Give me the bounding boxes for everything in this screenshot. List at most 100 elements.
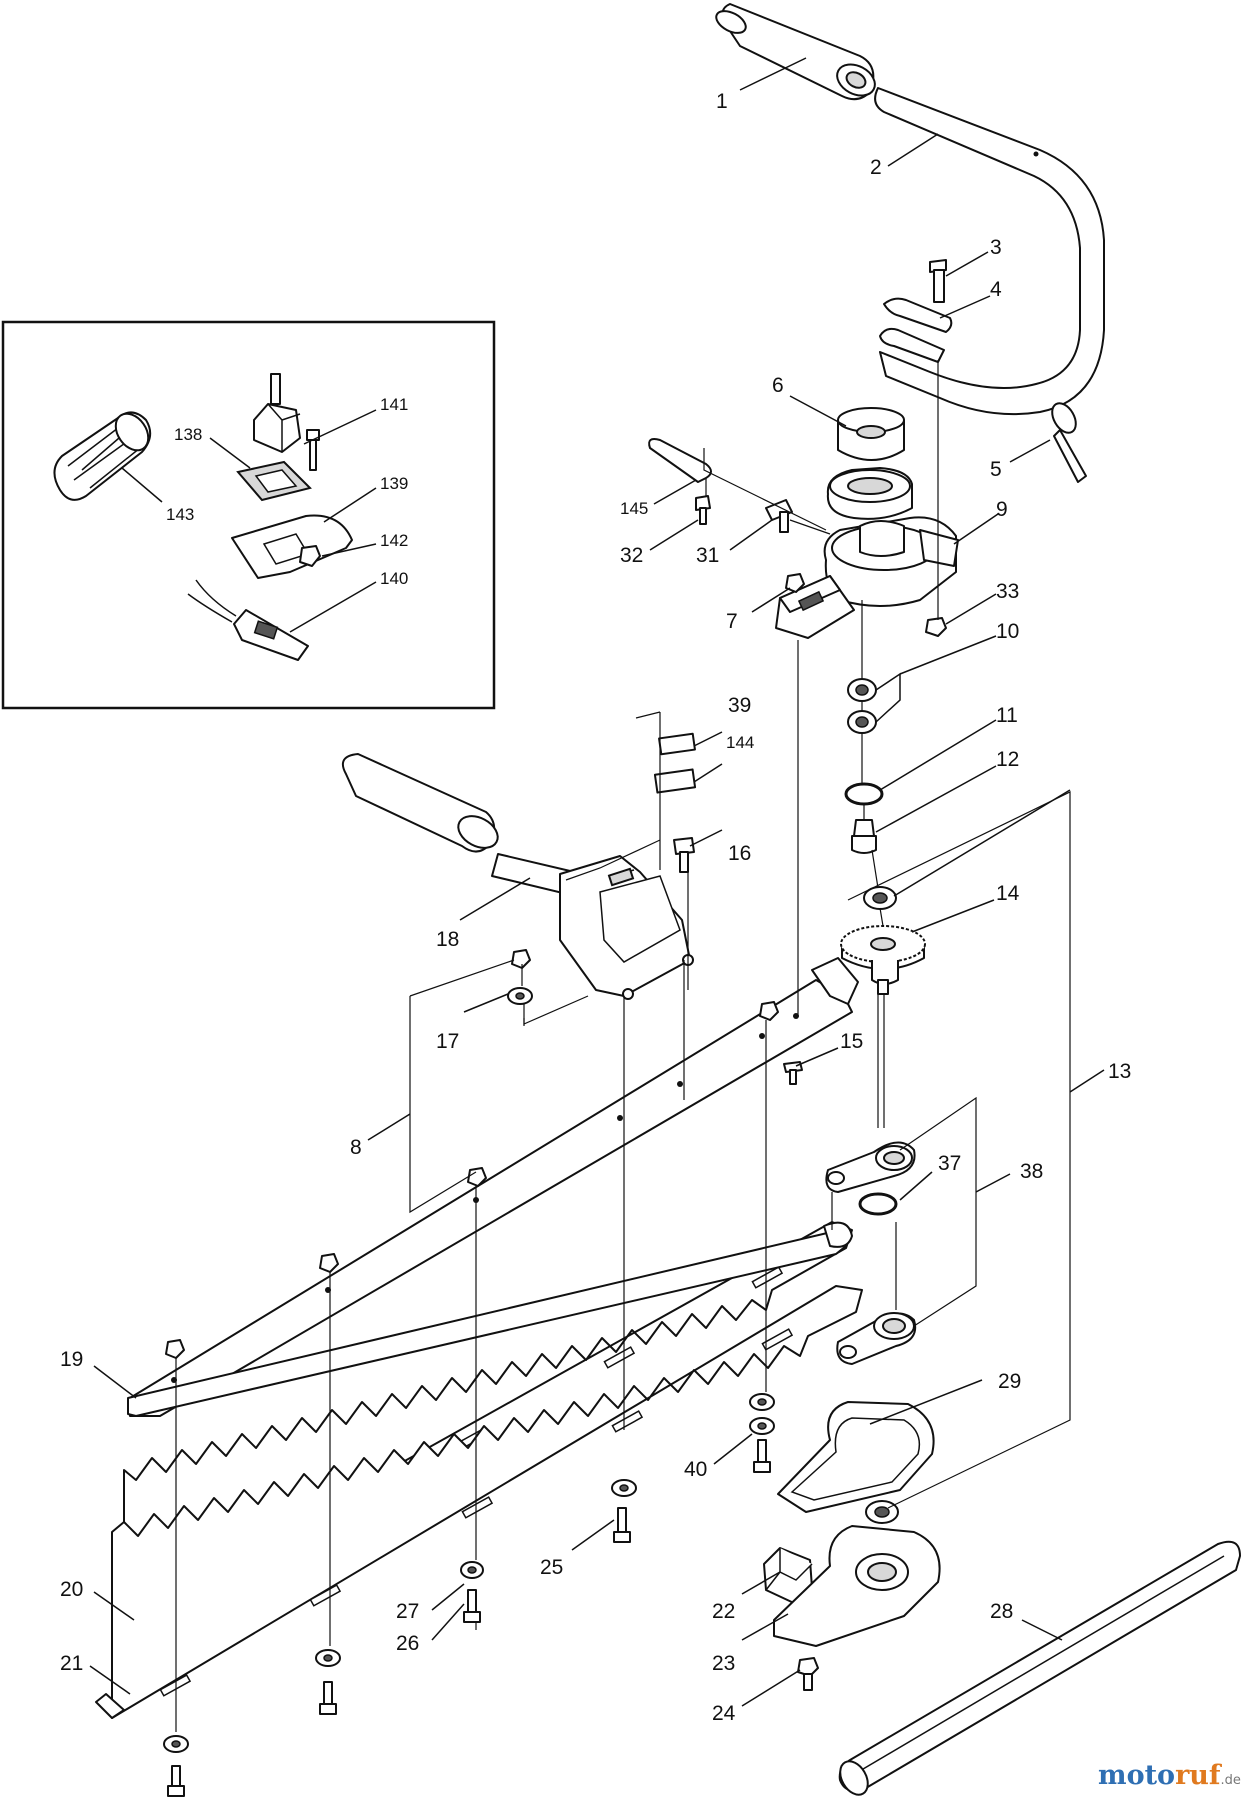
label-10: 10 <box>996 620 1019 643</box>
part-33-nut <box>925 617 947 637</box>
part-142-nut <box>299 545 321 567</box>
label-12: 12 <box>996 748 1019 771</box>
label-20: 20 <box>60 1578 83 1601</box>
label-32: 32 <box>620 544 643 567</box>
label-143: 143 <box>166 505 194 524</box>
label-31: 31 <box>696 544 719 567</box>
svg-text:motoruf.de: motoruf.de <box>1098 1760 1241 1791</box>
label-15: 15 <box>840 1030 863 1053</box>
guide-nut-d <box>165 1339 185 1359</box>
label-2: 2 <box>870 156 882 179</box>
label-29: 29 <box>998 1370 1021 1393</box>
label-11: 11 <box>996 704 1018 727</box>
label-7: 7 <box>726 610 738 633</box>
part-17-nut <box>511 949 531 969</box>
label-14: 14 <box>996 882 1020 905</box>
label-3: 3 <box>990 236 1002 259</box>
part-1-grip <box>715 3 876 101</box>
label-8: 8 <box>350 1136 362 1159</box>
label-17: 17 <box>436 1030 459 1053</box>
guide-nut-c <box>319 1253 339 1273</box>
label-28: 28 <box>990 1600 1013 1623</box>
part-5-hook <box>1051 402 1087 483</box>
label-38: 38 <box>1020 1160 1043 1183</box>
label-6: 6 <box>772 374 784 397</box>
label-13: 13 <box>1108 1060 1131 1083</box>
part-16-screw <box>673 837 695 873</box>
watermark-brand-b: ruf <box>1175 1760 1223 1791</box>
part-39-label-plate <box>658 732 696 756</box>
part-2-loop-handle <box>874 87 1105 416</box>
part-37-circlip <box>858 1192 898 1216</box>
watermark-brand-a: moto <box>1098 1760 1175 1791</box>
part-17-washer <box>507 987 533 1005</box>
part-25-bolt <box>613 1507 631 1543</box>
blade-bolt-a <box>319 1681 337 1715</box>
part-13-bearing <box>863 886 897 910</box>
label-139: 139 <box>380 474 408 493</box>
part-14-gear <box>840 925 926 995</box>
part-28-blade-cover <box>838 1540 1241 1796</box>
part-15-screw <box>783 1061 803 1085</box>
label-26: 26 <box>396 1632 419 1655</box>
label-23: 23 <box>712 1652 735 1675</box>
part-6-cup <box>837 407 905 461</box>
part-40-bolt <box>753 1439 771 1473</box>
watermark-logo: motoruf.de <box>1098 1760 1241 1791</box>
guide-nut-b <box>467 1167 487 1187</box>
part-141-pin-block <box>253 373 320 471</box>
part-labels: 1 2 3 4 5 6 7 8 9 10 11 12 13 14 15 16 1… <box>60 90 1131 1725</box>
label-4: 4 <box>990 278 1002 301</box>
label-1: 1 <box>716 90 728 113</box>
part-12-pinion <box>851 819 877 854</box>
part-38-crank-link <box>825 1141 916 1193</box>
part-24-bolt <box>797 1657 819 1691</box>
part-21-lower-blade <box>95 1285 863 1719</box>
part-145-lever <box>648 438 712 483</box>
label-144: 144 <box>726 733 754 752</box>
part-38-crank-link-lower <box>836 1312 917 1365</box>
leader-lines <box>89 57 1105 1707</box>
part-29-bearing <box>865 1500 899 1524</box>
label-25: 25 <box>540 1556 563 1579</box>
label-138: 138 <box>174 425 202 444</box>
part-7-nut <box>785 573 805 593</box>
label-5: 5 <box>990 458 1002 481</box>
label-141: 141 <box>380 395 408 414</box>
watermark-suffix: .de <box>1221 1773 1241 1788</box>
label-24: 24 <box>712 1702 736 1725</box>
label-19: 19 <box>60 1348 83 1371</box>
label-33: 33 <box>996 580 1019 603</box>
part-9-gear-case <box>775 467 959 639</box>
inset-detail-box: 143 141 138 139 142 140 <box>1 320 496 710</box>
part-23-lower-cover <box>773 1525 941 1647</box>
part-144-label-plate <box>653 768 697 794</box>
label-27: 27 <box>396 1600 419 1623</box>
part-32-screw <box>695 495 711 525</box>
label-140: 140 <box>380 569 408 588</box>
part-29-cover-plate <box>777 1401 935 1513</box>
part-8-guide-plate <box>129 957 859 1417</box>
label-21: 21 <box>60 1652 83 1675</box>
part-handle-clamp-lower <box>879 327 945 363</box>
part-140-switch <box>187 579 309 661</box>
label-18: 18 <box>436 928 459 951</box>
blade-bolt-b <box>167 1765 185 1797</box>
label-9: 9 <box>996 498 1008 521</box>
part-26-bolt <box>463 1589 481 1623</box>
label-142: 142 <box>380 531 408 550</box>
part-handle-bracket <box>559 855 694 1000</box>
part-31-grease-fitting <box>765 499 793 533</box>
part-143-foam-grip <box>53 411 152 501</box>
label-22: 22 <box>712 1600 735 1623</box>
label-145: 145 <box>620 499 648 518</box>
label-16: 16 <box>728 842 751 865</box>
part-19-guide-bar <box>127 1221 853 1417</box>
label-40: 40 <box>684 1458 707 1481</box>
guide-nut-a <box>759 1001 779 1021</box>
label-39: 39 <box>728 694 751 717</box>
part-4-clamp <box>883 297 953 333</box>
part-3-bolt <box>929 259 947 303</box>
label-37: 37 <box>938 1152 961 1175</box>
